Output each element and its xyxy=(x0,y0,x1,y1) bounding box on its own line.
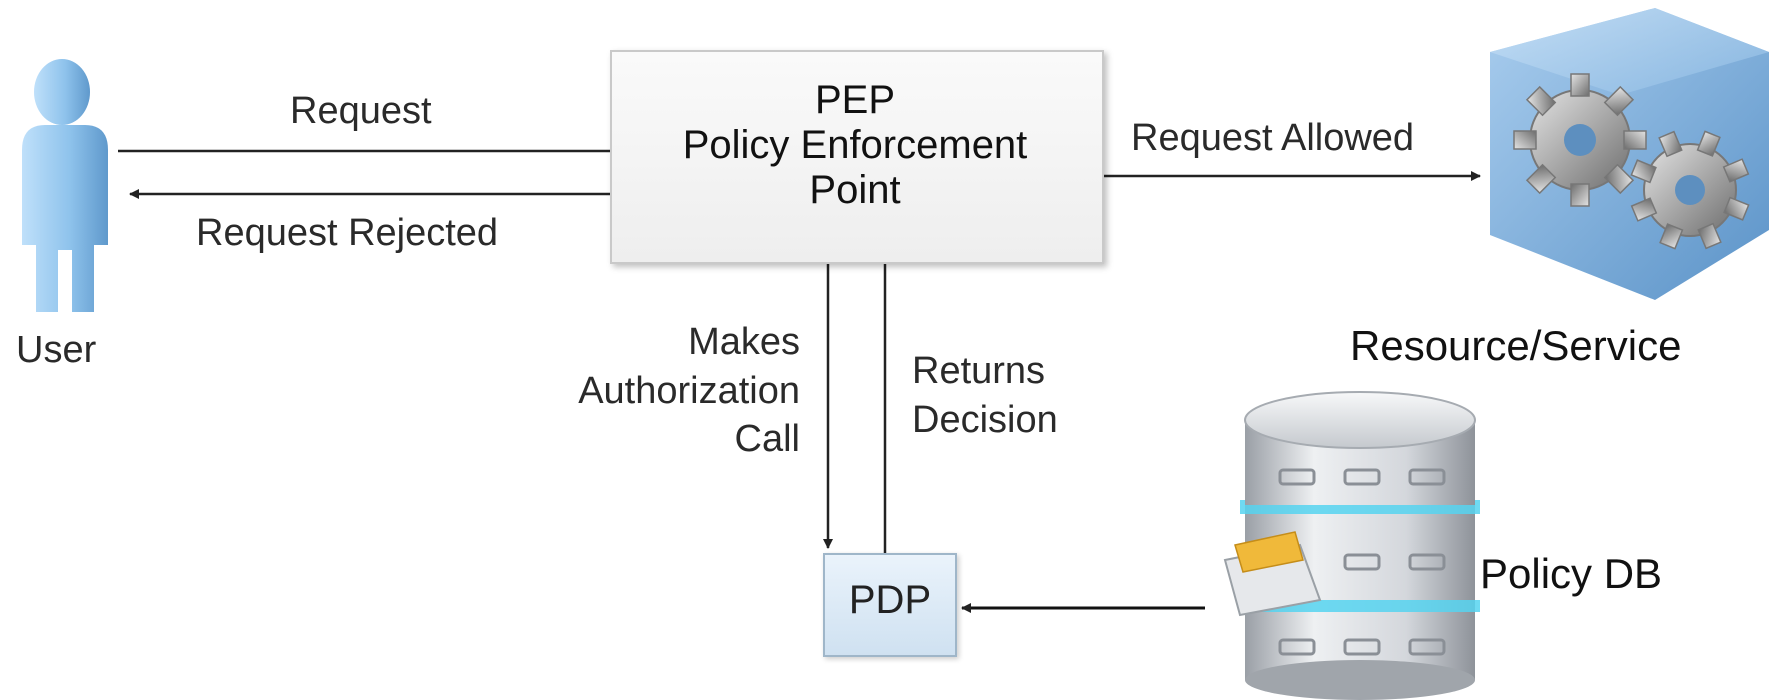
pep-title-line3: Point xyxy=(809,167,901,212)
user-figure-icon xyxy=(22,59,108,312)
request-rejected-label: Request Rejected xyxy=(196,212,499,254)
pdp-label: PDP xyxy=(848,578,932,622)
pep-title-line1: PEP xyxy=(814,78,896,122)
request-label: Request xyxy=(290,90,432,132)
user-label: User xyxy=(16,329,97,371)
authorization-call-line2: Authorization xyxy=(578,369,800,412)
policy-db-label: Policy DB xyxy=(1480,550,1663,597)
gears-cube-icon xyxy=(1490,8,1769,300)
authorization-call-label: Makes Authorization Call xyxy=(520,318,800,464)
pep-title-line2: Policy Enforcement xyxy=(682,122,1028,167)
resource-service-label: Resource/Service xyxy=(1350,322,1682,369)
pdp-node xyxy=(823,553,957,657)
authorization-call-line3: Call xyxy=(734,418,800,461)
returns-decision-label: Returns Decision xyxy=(912,347,1058,446)
returns-decision-line1: Returns xyxy=(912,350,1046,392)
authorization-call-line1: Makes xyxy=(688,321,800,363)
pep-node xyxy=(610,50,1104,264)
pep-label: PEP Policy Enforcement Point xyxy=(610,78,1100,212)
returns-decision-line2: Decision xyxy=(912,399,1058,442)
request-allowed-label: Request Allowed xyxy=(1131,117,1415,159)
file-cabinet-database-icon xyxy=(1223,391,1480,700)
